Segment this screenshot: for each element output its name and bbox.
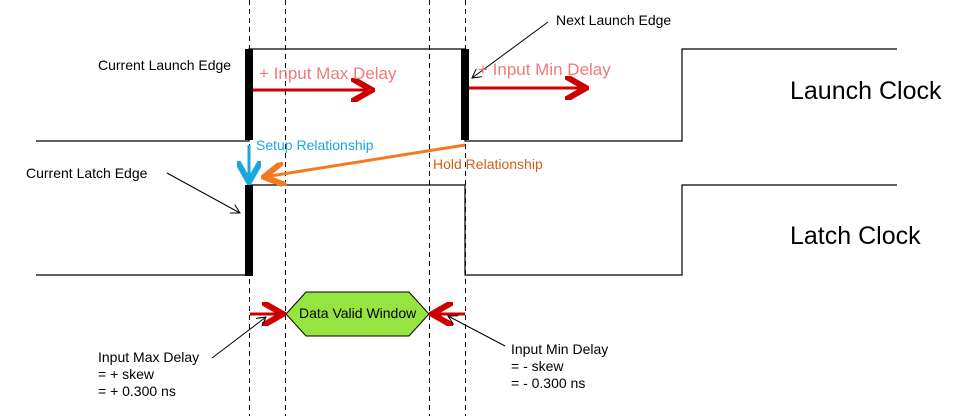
input-min-delay-arrow-label: + Input Min Delay — [478, 60, 611, 79]
note-line: = - 0.300 ns — [511, 375, 586, 391]
hold-relationship-label: Hold Relationship — [433, 156, 543, 172]
min-delay-pointer — [448, 316, 506, 347]
data-valid-window-label: Data Valid Window — [299, 305, 417, 321]
next-launch-edge-bar — [461, 49, 469, 140]
input-min-delay-note: Input Min Delay = - skew = - 0.300 ns — [511, 341, 608, 392]
latch-clock-label: Latch Clock — [790, 222, 921, 250]
latch-edge-pointer — [166, 172, 240, 213]
launch-clock-label: Launch Clock — [790, 77, 942, 105]
setup-relationship-label: Setup Relationship — [256, 137, 374, 153]
input-max-delay-note: Input Max Delay = + skew = + 0.300 ns — [98, 349, 199, 400]
max-delay-pointer — [211, 317, 266, 359]
current-latch-edge-label: Current Latch Edge — [26, 165, 148, 181]
note-line: Input Max Delay — [98, 349, 200, 365]
hold-arrow — [264, 143, 466, 177]
latch-clock-waveform — [36, 184, 897, 276]
dashed-guides — [249, 0, 466, 416]
next-launch-edge-label: Next Launch Edge — [556, 12, 672, 28]
input-max-delay-arrow-label: + Input Max Delay — [259, 64, 397, 83]
note-line: = + 0.300 ns — [98, 383, 176, 399]
current-launch-edge-label: Current Launch Edge — [98, 57, 232, 73]
note-line: = + skew — [98, 366, 155, 382]
note-line: Input Min Delay — [511, 341, 609, 357]
current-launch-edge-bar — [245, 49, 253, 140]
next-launch-pointer — [472, 21, 549, 78]
current-latch-edge-bar — [245, 185, 253, 276]
note-line: = - skew — [511, 358, 564, 374]
